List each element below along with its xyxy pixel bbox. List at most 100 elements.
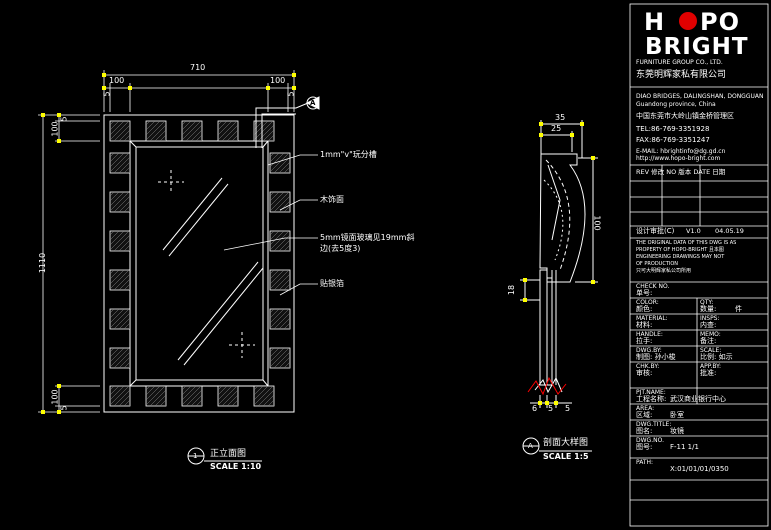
tile-hatch [269, 269, 280, 280]
tile-hatch [118, 317, 131, 330]
glass-panel [129, 140, 269, 387]
tile-hatch [269, 191, 290, 212]
tile-hatch [283, 361, 291, 369]
title-row-field-label: APP.BY: [700, 363, 721, 370]
tile-hatch [269, 230, 280, 241]
frame-tile [181, 120, 203, 142]
tile-hatch [128, 139, 131, 142]
section-dim-35: 35 [555, 113, 566, 122]
tile-hatch [269, 191, 285, 207]
dim-right-100: 100 [270, 76, 286, 85]
title-row-cn: 审核: [636, 369, 653, 377]
tile-hatch [109, 152, 130, 173]
frame-tile [109, 230, 131, 252]
tile-hatch [278, 200, 291, 213]
tile-hatch [283, 166, 291, 174]
tile-hatch [272, 139, 275, 142]
tile-hatch [217, 120, 238, 141]
logo-subtitle: FURNITURE GROUP CO., LTD. [636, 59, 723, 66]
dim-top-100: 100 [50, 121, 60, 137]
tile-hatch [231, 134, 239, 142]
front-view-title [187, 447, 262, 465]
logo-h: H [644, 8, 666, 36]
front-view-scale: SCALE 1:10 [210, 462, 262, 471]
tile-hatch [217, 385, 228, 396]
tile-hatch [128, 210, 131, 213]
address-email: E-MAIL: hbrightinfo@dg.gd.cn [636, 148, 726, 155]
title-row-en: DWG.NO. [636, 437, 664, 444]
title-row-value: 武汉商业银行中心 [670, 395, 726, 403]
title-row-cn: 材料: [636, 321, 653, 329]
tile-hatch [145, 385, 151, 391]
tile-hatch [257, 124, 275, 142]
tile-hatch [269, 269, 275, 275]
tile-hatch [269, 308, 290, 329]
section-view [520, 120, 598, 408]
logo-bright: BRIGHT [645, 34, 749, 60]
tile-hatch [221, 124, 239, 142]
note-line-2: PROPERTY OF HOPO-BRIGHT 且本图 [636, 247, 724, 253]
tile-hatch [269, 308, 280, 319]
frame-tile [181, 385, 203, 407]
tile-hatch [164, 139, 167, 142]
dim-right-5: 5 [286, 91, 296, 97]
section-dim-100: 100 [592, 215, 602, 231]
frame-tiles [109, 120, 291, 407]
tile-hatch [128, 171, 131, 174]
title-row-cn: 区域: [636, 411, 653, 419]
tile-hatch [217, 385, 238, 406]
dim-top-5: 5 [59, 116, 69, 122]
tile-hatch [288, 366, 291, 369]
tile-hatch [109, 230, 130, 251]
tile-hatch [262, 394, 275, 407]
frame-tile [269, 191, 291, 213]
frame-tile [109, 152, 131, 174]
frame-tile [269, 152, 291, 174]
tile-hatch [283, 205, 291, 213]
tile-hatch [109, 191, 130, 212]
title-row-value: 备注: [700, 337, 717, 345]
callout-mirror-glass-2: 边(去5度3) [320, 244, 361, 253]
drafted-version: V1.0 [686, 227, 701, 235]
tile-hatch [190, 394, 203, 407]
section-view-number: A [528, 442, 533, 450]
title-row-value: 件 [735, 305, 742, 313]
tile-hatch [217, 385, 233, 401]
frame-tile [217, 385, 239, 407]
tile-hatch [181, 120, 192, 131]
company-name: 东莞明辉家私有限公司 [636, 70, 727, 80]
tile-hatch [109, 385, 130, 406]
section-dim-6: 6 [532, 404, 538, 413]
dim-height-1110: 1110 [38, 252, 48, 274]
tile-hatch [185, 389, 203, 407]
tile-hatch [278, 317, 291, 330]
tile-hatch [195, 399, 203, 407]
tile-hatch [226, 129, 239, 142]
tile-hatch [109, 269, 120, 280]
tile-hatch [278, 161, 291, 174]
section-dim-5b: 5 [565, 404, 571, 413]
tile-hatch [269, 191, 280, 202]
note-line-4: OF PRODUCTION [636, 261, 679, 267]
tile-hatch [195, 134, 203, 142]
tile-hatch [273, 156, 291, 174]
tile-hatch [217, 385, 223, 391]
tile-hatch [288, 210, 291, 213]
tile-hatch [217, 120, 233, 136]
tile-hatch [164, 404, 167, 407]
title-row-field-label: SCALE: [700, 347, 722, 354]
section-view-title [522, 437, 592, 455]
title-block [629, 3, 769, 527]
tile-hatch [181, 385, 197, 401]
drafted-label: 设计审批(C) [636, 227, 675, 235]
title-row-en: DWG.TITLE: [636, 421, 672, 428]
title-row-value: 批准: [700, 369, 717, 377]
callout-leaders [223, 154, 318, 296]
tile-hatch [109, 385, 115, 391]
tile-hatch [217, 120, 228, 131]
title-row-value: F-11 1/1 [670, 443, 699, 451]
tile-hatch [145, 120, 166, 141]
title-row-value: 妆镜 [670, 427, 684, 435]
note-line-5: 只可大明辉家私公司所用 [636, 268, 692, 274]
tile-hatch [109, 120, 130, 141]
